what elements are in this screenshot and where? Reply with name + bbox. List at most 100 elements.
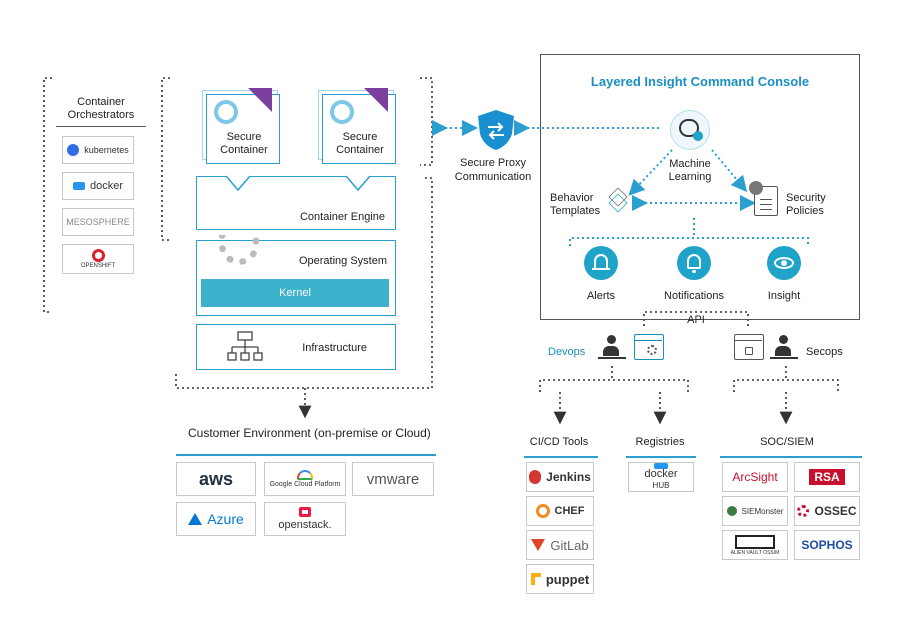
- kubernetes-label: kubernetes: [84, 145, 129, 155]
- devops-label: Devops: [548, 346, 586, 358]
- arcsight-logo: ArcSight: [722, 462, 788, 492]
- api-label: API: [687, 314, 705, 326]
- gitlab-label: GitLab: [550, 537, 589, 553]
- registries-divider: [626, 456, 696, 458]
- docker-label: docker: [89, 180, 124, 192]
- docker-hub-logo: docker HUB: [628, 462, 694, 492]
- ossec-logo: OSSEC: [794, 496, 860, 526]
- aws-label: aws: [198, 468, 234, 489]
- secure-container-label: Secure Container: [220, 131, 268, 156]
- kubernetes-logo: kubernetes: [62, 136, 134, 164]
- gitlab-logo: GitLab: [526, 530, 594, 560]
- orchestrators-title: Container Orchestrators: [67, 96, 135, 121]
- brain-icon: [670, 110, 710, 150]
- secure-container-label: Secure Container: [336, 131, 384, 156]
- openstack-logo: openstack.: [264, 502, 346, 536]
- sophos-label: SOPHOS: [801, 538, 853, 552]
- container-engine-label: Container Engine: [299, 211, 385, 223]
- gitlab-icon: [531, 539, 546, 551]
- siemonster-logo: SIEMonster: [722, 496, 788, 526]
- puppet-logo: puppet: [526, 564, 594, 594]
- openshift-label: OPENSHIFT: [80, 263, 116, 269]
- puppet-icon: [530, 573, 541, 585]
- jenkins-icon: [529, 470, 542, 484]
- notifications-label: Notifications: [664, 290, 724, 302]
- layers-icon: [604, 186, 634, 216]
- puppet-label: puppet: [545, 571, 590, 587]
- operating-system-label: Operating System: [298, 255, 387, 267]
- engine-notches: [226, 175, 371, 192]
- operating-system-box: Operating System Kernel: [196, 235, 396, 316]
- security-policies-label: Security Policies: [786, 192, 826, 217]
- chef-label: CHEF: [554, 505, 585, 517]
- shield-icon: [478, 110, 514, 150]
- google-cloud-logo: Google Cloud Platform: [264, 462, 346, 496]
- person-at-desk-icon-secops: [770, 334, 798, 362]
- console-title: Layered Insight Command Console: [590, 74, 810, 89]
- person-at-desk-icon: [598, 334, 626, 362]
- gear-icon: [219, 235, 259, 265]
- soc-divider: [720, 456, 862, 458]
- mesosphere-label: MESOSPHERE: [66, 217, 130, 227]
- docker-icon: [72, 182, 85, 190]
- alienvault-logo: ALIEN VAULT OSSIM: [722, 530, 788, 560]
- eye-icon: [767, 246, 801, 280]
- registries-title: Registries: [635, 436, 685, 448]
- aws-logo: aws: [176, 462, 256, 496]
- alienvault-icon: [735, 534, 775, 549]
- chef-logo: CHEF: [526, 496, 594, 526]
- cicd-title: CI/CD Tools: [529, 436, 589, 448]
- network-icon: [227, 331, 263, 361]
- openshift-logo: OPENSHIFT: [62, 244, 134, 274]
- alerts-label: Alerts: [586, 290, 616, 302]
- openstack-icon: [299, 507, 311, 517]
- document-icon: [749, 181, 778, 216]
- proxy-label: Secure Proxy Communication: [454, 157, 532, 183]
- ossec-label: OSSEC: [814, 504, 857, 518]
- rsa-label: RSA: [809, 469, 845, 485]
- jenkins-label: Jenkins: [546, 470, 591, 484]
- ossec-icon: [797, 505, 810, 517]
- behavior-templates-label: Behavior Templates: [550, 192, 601, 217]
- siemonster-label: SIEMonster: [741, 506, 784, 516]
- rsa-logo: RSA: [794, 462, 860, 492]
- command-console-box: [540, 54, 860, 320]
- docker-hub-sublabel: HUB: [652, 481, 670, 490]
- alert-icon: [584, 246, 618, 280]
- orchestrators-divider: [56, 126, 146, 127]
- infrastructure-label: Infrastructure: [302, 342, 367, 354]
- insight-label: Insight: [767, 290, 801, 302]
- azure-label: Azure: [207, 511, 244, 527]
- azure-logo: Azure: [176, 502, 256, 536]
- jenkins-logo: Jenkins: [526, 462, 594, 492]
- google-cloud-label: Google Cloud Platform: [269, 481, 341, 488]
- azure-icon: [188, 513, 203, 525]
- mesosphere-logo: MESOSPHERE: [62, 208, 134, 236]
- kernel-bar: Kernel: [201, 279, 389, 307]
- bell-icon: [677, 246, 711, 280]
- lock-window-icon: [734, 334, 764, 360]
- customer-env-divider: [176, 454, 436, 456]
- vmware-label: vmware: [366, 470, 420, 488]
- machine-learning-label: Machine Learning: [668, 158, 712, 183]
- docker-logo: docker: [62, 172, 134, 200]
- infrastructure-box: Infrastructure: [196, 324, 396, 370]
- container-icon: [214, 100, 238, 124]
- google-cloud-icon: [297, 470, 313, 480]
- siemonster-icon: [726, 506, 737, 516]
- soc-title: SOC/SIEM: [760, 436, 814, 448]
- docker-hub-label: docker: [644, 468, 678, 480]
- sophos-logo: SOPHOS: [794, 530, 860, 560]
- docker-hub-icon: [654, 463, 668, 469]
- alienvault-label: ALIEN VAULT OSSIM: [730, 549, 780, 556]
- vmware-logo: vmware: [352, 462, 434, 496]
- openstack-label: openstack.: [278, 519, 332, 531]
- kubernetes-icon: [67, 144, 80, 156]
- settings-window-icon: [634, 334, 664, 360]
- cicd-divider: [524, 456, 598, 458]
- secops-label: Secops: [806, 346, 843, 358]
- container-icon: [330, 100, 354, 124]
- arcsight-label: ArcSight: [732, 470, 778, 484]
- openshift-icon: [91, 249, 105, 262]
- customer-env-title: Customer Environment (on-premise or Clou…: [188, 426, 431, 440]
